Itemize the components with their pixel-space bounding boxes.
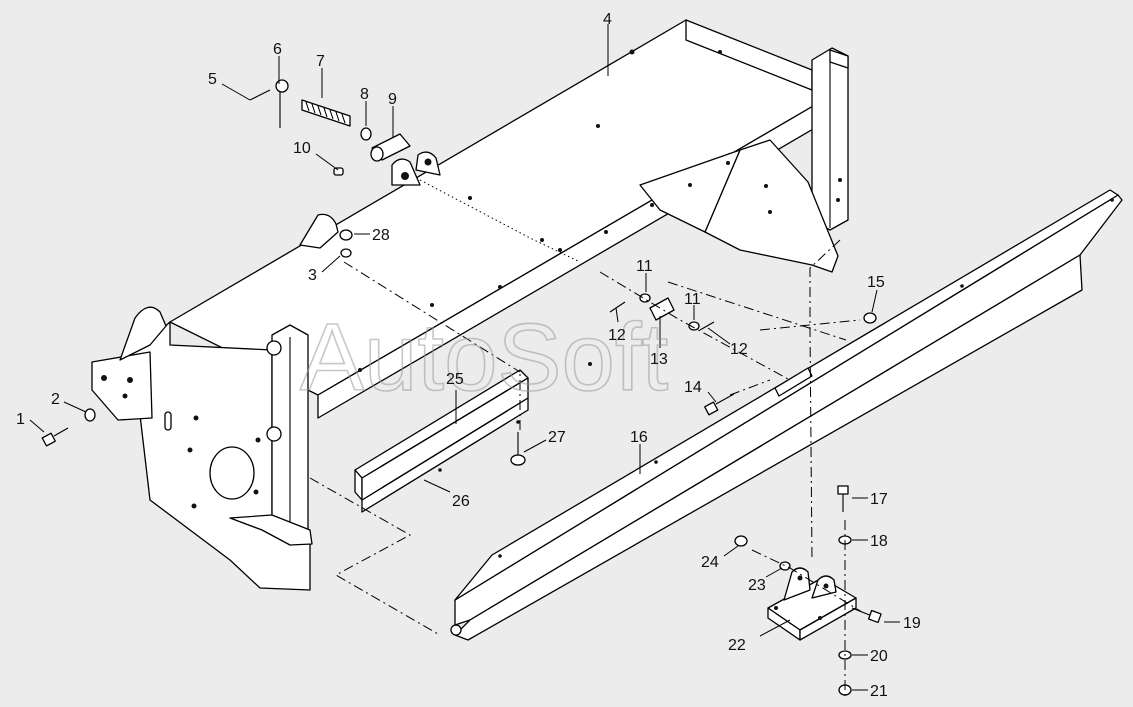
callout-15: 15	[867, 274, 885, 291]
washer-3	[340, 248, 352, 258]
callout-3: 3	[308, 267, 317, 284]
pin-12b	[699, 321, 715, 331]
callout-25: 25	[446, 371, 464, 388]
washer-11b	[688, 321, 700, 331]
callout-7: 7	[316, 53, 325, 70]
main-frame-box	[169, 19, 849, 419]
callout-9: 9	[388, 91, 397, 108]
washer-11a	[639, 293, 651, 303]
bolt-27	[510, 432, 526, 466]
nut-15	[863, 312, 877, 324]
washer-2	[84, 408, 96, 422]
callout-10: 10	[293, 140, 311, 157]
pin-12a	[609, 301, 626, 313]
callout-2: 2	[51, 391, 60, 408]
callout-5: 5	[208, 71, 217, 88]
callout-23: 23	[748, 577, 766, 594]
long-channel-rail	[450, 189, 1123, 641]
callout-labels: 1 2 3 4 5 6 7 8 9 10 11 11 12 12 13 14 1…	[16, 11, 921, 700]
callout-26: 26	[452, 493, 470, 510]
pin-6	[275, 79, 289, 128]
callout-22: 22	[728, 637, 746, 654]
washer-23	[779, 561, 791, 571]
callout-13: 13	[650, 351, 668, 368]
clip-13	[649, 297, 675, 321]
washer-8	[360, 127, 372, 141]
callout-18: 18	[870, 533, 888, 550]
bolt-19	[851, 607, 882, 624]
callout-1: 1	[16, 411, 25, 428]
callout-24: 24	[701, 554, 719, 571]
watermark-text: AutoSoft	[300, 304, 668, 411]
callout-14: 14	[684, 379, 702, 396]
fitting-10	[333, 167, 344, 176]
bushing-9	[370, 133, 411, 162]
callout-6: 6	[273, 41, 282, 58]
mount-bracket	[767, 567, 857, 641]
hardware	[41, 79, 882, 696]
bolt-14	[704, 393, 735, 416]
callout-16: 16	[630, 429, 648, 446]
pin-5	[249, 89, 271, 101]
left-end-plate	[91, 306, 313, 591]
nut-28	[339, 229, 353, 241]
callout-12b: 12	[730, 341, 748, 358]
callout-19: 19	[903, 615, 921, 632]
callout-4: 4	[603, 11, 612, 28]
callout-21: 21	[870, 683, 888, 700]
bolt-17	[837, 485, 849, 512]
callout-11b: 11	[684, 291, 701, 308]
leader-lines	[29, 24, 900, 691]
callout-28: 28	[372, 227, 390, 244]
callout-20: 20	[870, 648, 888, 665]
callout-8: 8	[360, 86, 369, 103]
callout-27: 27	[548, 429, 566, 446]
callout-12a: 12	[608, 327, 626, 344]
spring-7	[301, 99, 351, 127]
assembly-lines	[309, 179, 863, 700]
callout-11a: 11	[636, 258, 653, 275]
callout-17: 17	[870, 491, 888, 508]
angle-channel	[354, 369, 529, 513]
bolt-1	[41, 427, 69, 447]
nut-24	[734, 535, 748, 547]
